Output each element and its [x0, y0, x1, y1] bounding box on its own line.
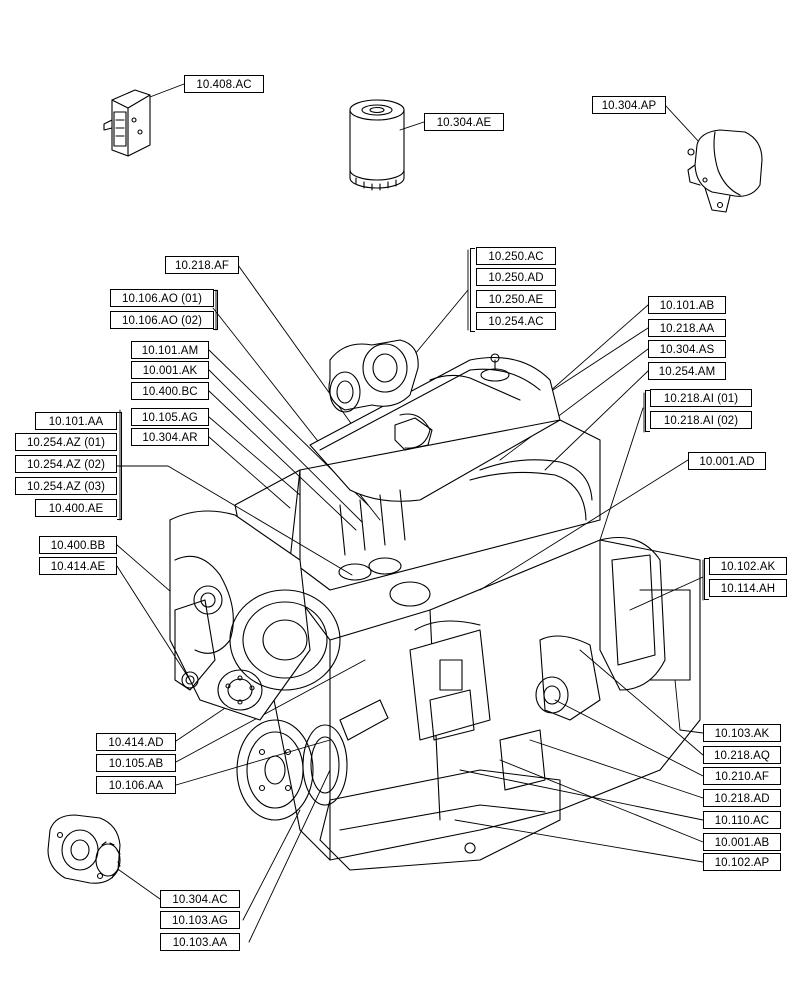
callout-10-110-ac[interactable]: 10.110.AC — [703, 811, 781, 829]
callout-10-250-ad[interactable]: 10.250.AD — [476, 268, 556, 286]
callout-10-103-aa[interactable]: 10.103.AA — [160, 933, 240, 951]
oil-filter-part — [349, 99, 405, 191]
callout-10-103-ag[interactable]: 10.103.AG — [160, 911, 240, 929]
bracket-10-101-aa-group — [117, 412, 122, 520]
callout-10-218-ai-02[interactable]: 10.218.AI (02) — [650, 411, 752, 429]
engine-assembly — [169, 339, 701, 871]
bracket-connectors — [119, 249, 704, 601]
bracket-10-218-ai — [645, 390, 650, 432]
callout-10-105-ab[interactable]: 10.105.AB — [96, 754, 176, 772]
callout-10-102-ap[interactable]: 10.102.AP — [703, 853, 781, 871]
callout-10-254-az-03[interactable]: 10.254.AZ (03) — [15, 477, 117, 495]
callout-10-400-bc[interactable]: 10.400.BC — [131, 382, 209, 400]
callout-10-106-aa[interactable]: 10.106.AA — [96, 776, 176, 794]
callout-10-101-ab[interactable]: 10.101.AB — [648, 296, 726, 314]
oil-pump-part — [47, 814, 121, 884]
callout-10-250-ae[interactable]: 10.250.AE — [476, 290, 556, 308]
callout-10-254-am[interactable]: 10.254.AM — [648, 362, 726, 380]
callout-10-254-ac[interactable]: 10.254.AC — [476, 312, 556, 330]
callout-10-218-ad[interactable]: 10.218.AD — [703, 789, 781, 807]
callout-10-304-ar[interactable]: 10.304.AR — [131, 428, 209, 446]
bracket-10-106-ao — [213, 290, 218, 330]
sensor-module-part — [103, 89, 151, 157]
callout-10-210-af[interactable]: 10.210.AF — [703, 767, 781, 785]
callout-10-001-ab[interactable]: 10.001.AB — [703, 833, 781, 851]
callout-10-001-ad[interactable]: 10.001.AD — [688, 452, 766, 470]
callout-10-408-ac[interactable]: 10.408.AC — [184, 75, 264, 93]
callout-10-102-ak[interactable]: 10.102.AK — [709, 557, 787, 575]
callout-10-254-az-01[interactable]: 10.254.AZ (01) — [15, 433, 117, 451]
callout-10-218-ai-01[interactable]: 10.218.AI (01) — [650, 389, 752, 407]
callout-10-250-ac[interactable]: 10.250.AC — [476, 247, 556, 265]
callout-10-114-ah[interactable]: 10.114.AH — [709, 579, 787, 597]
callout-10-400-bb[interactable]: 10.400.BB — [39, 536, 117, 554]
callout-10-304-ae[interactable]: 10.304.AE — [424, 113, 504, 131]
callout-10-218-aq[interactable]: 10.218.AQ — [703, 746, 781, 764]
callout-10-105-ag[interactable]: 10.105.AG — [131, 408, 209, 426]
callout-10-106-ao-02[interactable]: 10.106.AO (02) — [110, 311, 214, 329]
bracket-10-250-group — [470, 248, 475, 332]
callout-10-001-ak[interactable]: 10.001.AK — [131, 361, 209, 379]
callout-10-101-am[interactable]: 10.101.AM — [131, 341, 209, 359]
bracket-10-102-ak — [704, 558, 709, 600]
callout-10-218-af[interactable]: 10.218.AF — [165, 256, 239, 274]
breather-part — [687, 129, 763, 213]
callout-10-103-ak[interactable]: 10.103.AK — [703, 724, 781, 742]
callout-10-218-aa[interactable]: 10.218.AA — [648, 319, 726, 337]
callout-10-304-ac[interactable]: 10.304.AC — [160, 890, 240, 908]
callout-10-101-aa[interactable]: 10.101.AA — [35, 412, 117, 430]
callout-10-304-as[interactable]: 10.304.AS — [648, 340, 726, 358]
callout-10-304-ap[interactable]: 10.304.AP — [592, 96, 666, 114]
callout-10-400-ae[interactable]: 10.400.AE — [35, 499, 117, 517]
callout-10-414-ae[interactable]: 10.414.AE — [39, 557, 117, 575]
callout-10-414-ad[interactable]: 10.414.AD — [96, 733, 176, 751]
callout-10-106-ao-01[interactable]: 10.106.AO (01) — [110, 289, 214, 307]
callout-10-254-az-02[interactable]: 10.254.AZ (02) — [15, 455, 117, 473]
